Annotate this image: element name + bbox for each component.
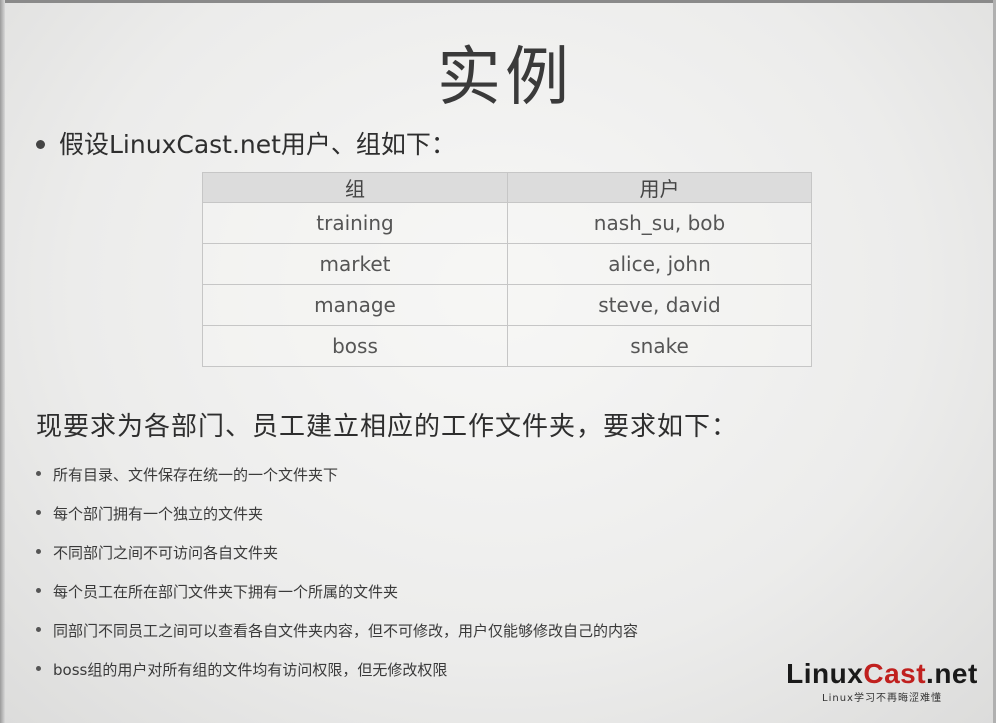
logo-tagline: Linux学习不再晦涩难懂 (822, 693, 942, 704)
window-right-border (993, 0, 996, 723)
bullet-icon (36, 510, 41, 515)
bullet-icon (36, 666, 41, 671)
column-header-group: 组 (202, 172, 508, 203)
linuxcast-logo: LinuxCast.net Linux学习不再晦涩难懂 (784, 658, 980, 708)
list-item: 所有目录、文件保存在统一的一个文件夹下 (36, 460, 638, 499)
bullet-icon (36, 139, 45, 149)
requirements-list: 所有目录、文件保存在统一的一个文件夹下 每个部门拥有一个独立的文件夹 不同部门之… (36, 460, 638, 694)
bullet-icon (36, 627, 41, 632)
requirement-text: 所有目录、文件保存在统一的一个文件夹下 (53, 466, 339, 484)
table-row: training nash_su, bob (202, 202, 812, 244)
bullet-icon (36, 471, 41, 476)
users-cell: nash_su, bob (507, 202, 812, 244)
logo-part-net: .net (926, 658, 978, 689)
bullet-icon (36, 588, 41, 593)
group-user-table: 组 用户 training nash_su, bob market alice,… (202, 172, 812, 367)
table-row: market alice, john (202, 243, 812, 285)
requirement-text: boss组的用户对所有组的文件均有访问权限，但无修改权限 (53, 661, 448, 679)
requirements-heading: 现要求为各部门、员工建立相应的工作文件夹，要求如下： (36, 412, 739, 442)
table-row: boss snake (202, 325, 812, 367)
intro-bullet: 假设LinuxCast.net用户、组如下： (36, 128, 456, 162)
list-item: 同部门不同员工之间可以查看各自文件夹内容，但不可修改，用户仅能够修改自己的内容 (36, 616, 638, 655)
users-cell: snake (507, 325, 812, 367)
column-header-users: 用户 (507, 172, 812, 203)
requirement-text: 不同部门之间不可访问各自文件夹 (53, 544, 279, 562)
slide-title: 实例 (437, 41, 573, 115)
logo-part-linux: Linux (786, 658, 864, 689)
group-cell: manage (202, 284, 508, 326)
bullet-icon (36, 549, 41, 554)
logo-part-cast: Cast (863, 658, 927, 689)
table-header-row: 组 用户 (202, 172, 812, 203)
table-row: manage steve, david (202, 284, 812, 326)
list-item: 每个员工在所在部门文件夹下拥有一个所属的文件夹 (36, 577, 638, 616)
users-cell: alice, john (507, 243, 812, 285)
requirement-text: 每个员工在所在部门文件夹下拥有一个所属的文件夹 (53, 583, 399, 601)
logo-wordmark: LinuxCast.net (784, 658, 980, 690)
window-left-border (0, 0, 5, 723)
group-cell: training (202, 202, 508, 244)
group-cell: market (202, 243, 508, 285)
users-cell: steve, david (507, 284, 812, 326)
list-item: boss组的用户对所有组的文件均有访问权限，但无修改权限 (36, 655, 638, 694)
list-item: 不同部门之间不可访问各自文件夹 (36, 538, 638, 577)
list-item: 每个部门拥有一个独立的文件夹 (36, 499, 638, 538)
window-top-border (0, 0, 996, 3)
requirement-text: 同部门不同员工之间可以查看各自文件夹内容，但不可修改，用户仅能够修改自己的内容 (53, 622, 639, 640)
group-cell: boss (202, 325, 508, 367)
requirement-text: 每个部门拥有一个独立的文件夹 (53, 505, 264, 523)
intro-text: 假设LinuxCast.net用户、组如下： (59, 130, 456, 159)
